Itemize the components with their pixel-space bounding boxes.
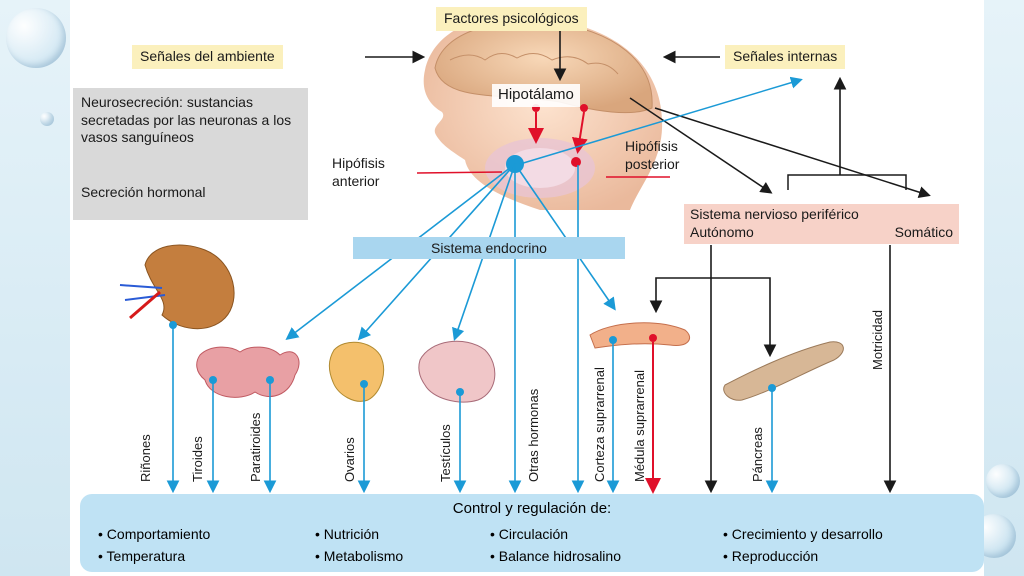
legend-neurosecretion: Neurosecreción: sustancias secretadas po… [73, 88, 308, 178]
control-item: • Nutrición [315, 526, 380, 542]
target-label-thyroid: Tiroides [190, 436, 205, 482]
target-label-pancreas: Páncreas [750, 427, 765, 482]
diagram-graphics [119, 15, 931, 494]
control-item: • Temperatura [98, 548, 186, 564]
psychological-factors-label: Factores psicológicos [436, 7, 587, 31]
target-label-adrenal-cortex: Corteza suprarrenal [592, 367, 607, 482]
control-title: Control y regulación de: [452, 500, 612, 517]
legend-hormonal-text: Secreción hormonal [81, 184, 206, 200]
decorative-bubble [6, 8, 66, 68]
target-label-ovaries: Ovarios [342, 437, 357, 482]
control-item: • Reproducción [723, 548, 819, 564]
control-item: • Crecimiento y desarrollo [723, 526, 883, 542]
environmental-signals-label: Señales del ambiente [132, 45, 283, 69]
control-item: • Comportamiento [98, 526, 211, 542]
target-label-kidneys: Riñones [138, 434, 153, 482]
target-label-other-hormones: Otras hormonas [526, 388, 541, 482]
posterior-pituitary-label: Hipófisis posterior [625, 138, 680, 172]
control-item: • Circulación [490, 526, 569, 542]
snp-title: Sistema nervioso periférico [690, 206, 859, 222]
legend-hormonal-secretion: Secreción hormonal [73, 178, 308, 220]
peripheral-nervous-system-box: Sistema nervioso periférico Autónomo Som… [684, 204, 959, 244]
hypothalamus-label: Hipotálamo [492, 84, 580, 107]
internal-signals-label: Señales internas [725, 45, 846, 69]
diagram-canvas: Factores psicológicos Señales del ambien… [70, 0, 984, 576]
target-label-testicles: Testículos [438, 424, 453, 482]
organs [119, 244, 844, 403]
head-illustration [423, 15, 663, 210]
target-label-adrenal-medulla: Médula suprarrenal [632, 369, 647, 482]
target-label-motricity: Motricidad [870, 310, 885, 370]
control-regulation-box: Control y regulación de: • Comportamient… [80, 494, 984, 572]
target-label-parathyroid: Paratiroides [248, 412, 263, 482]
snp-autonomic: Autónomo [690, 223, 754, 240]
snp-somatic: Somático [894, 223, 953, 240]
endocrine-system-label: Sistema endocrino [353, 237, 625, 259]
control-item: • Balance hidrosalino [490, 548, 621, 564]
anterior-pituitary-label: Hipófisis anterior [332, 155, 385, 189]
decorative-bubble [986, 464, 1020, 498]
control-item: • Metabolismo [315, 548, 404, 564]
legend-neurosecretion-text: Neurosecreción: sustancias secretadas po… [81, 94, 292, 145]
decorative-bubble [40, 112, 54, 126]
